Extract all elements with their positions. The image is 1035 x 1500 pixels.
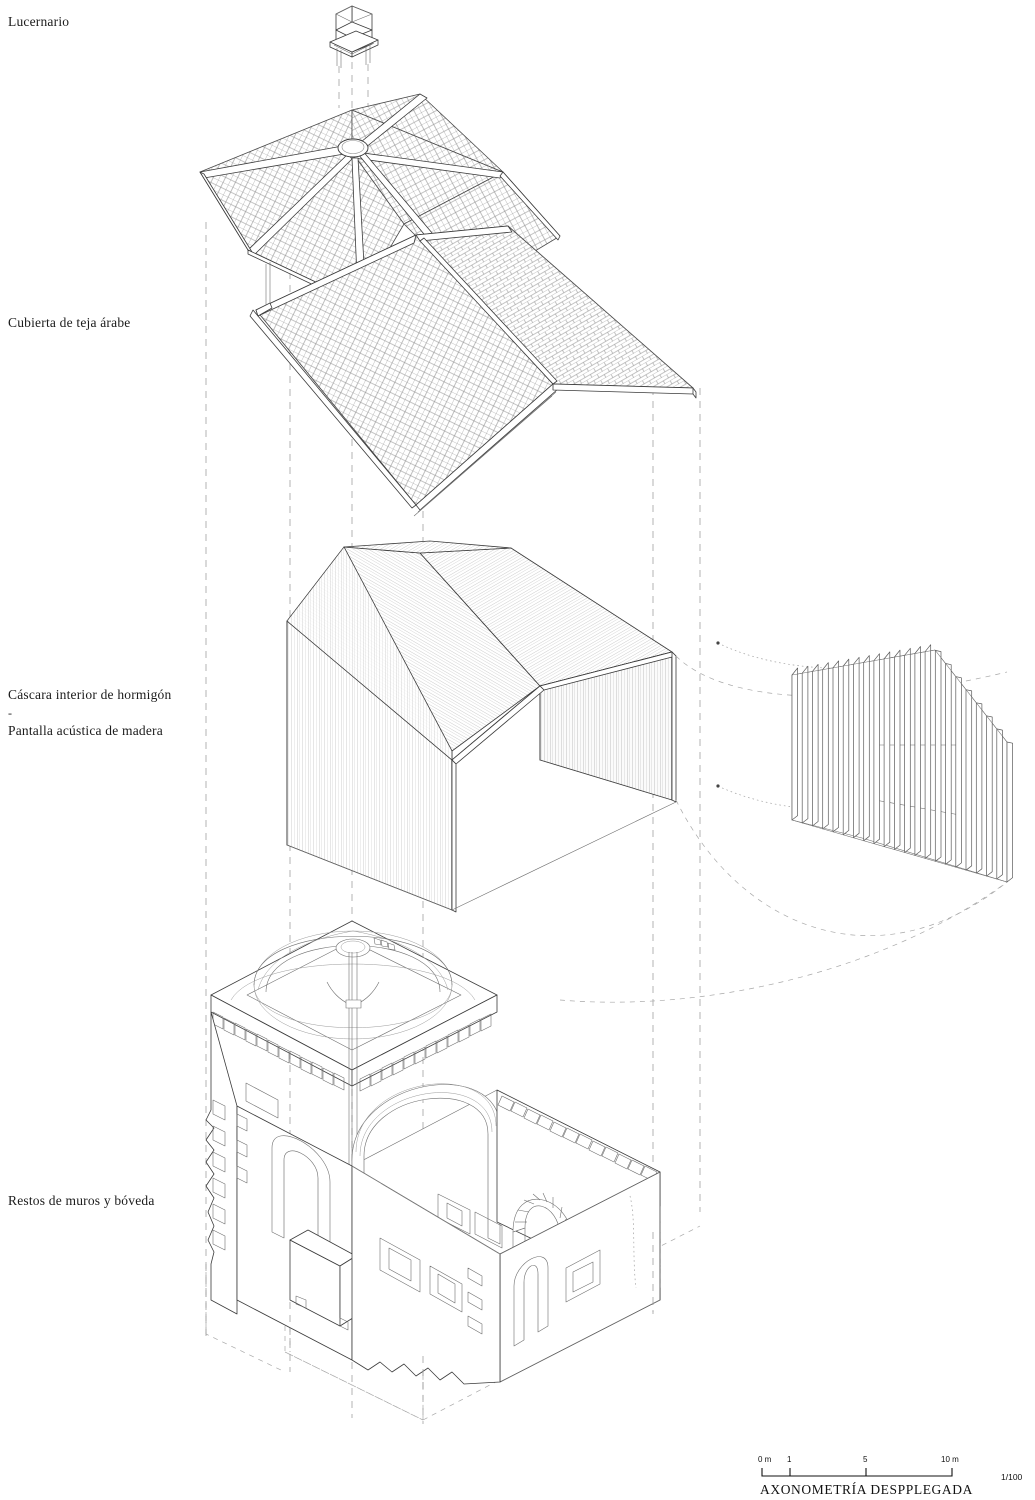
label-restos-muros: Restos de muros y bóveda: [8, 1193, 155, 1208]
cubierta-teja-gable-roof: [249, 225, 697, 517]
title-block: 0 m 1 5 10 m AXONOMETRÍA DESPPLEGADA 1/1…: [756, 1452, 1026, 1498]
cornice-stones-right: [359, 1013, 492, 1092]
louver-fin: [914, 646, 921, 856]
scalebar-tick-10: 10 m: [941, 1455, 959, 1464]
louver-fin: [934, 650, 942, 862]
scalebar-tick-1: 1: [787, 1455, 792, 1464]
louver-fin: [986, 715, 993, 877]
louver-fin: [904, 647, 911, 853]
louver-fin: [863, 655, 870, 842]
drawing-scale: 1/100: [1001, 1472, 1023, 1482]
louver-fin: [832, 660, 839, 833]
projection-lines-overlay: [205, 1232, 654, 1424]
louver-fin: [975, 702, 983, 874]
louver-fin: [955, 676, 962, 868]
restos-muros-boveda: [205, 920, 701, 1421]
louver-fin: [1006, 741, 1013, 883]
ruined-wall-step-edge: [467, 1267, 483, 1335]
louver-fin: [996, 728, 1003, 880]
louver-fin: [945, 663, 952, 865]
scalebar-tick-5: 5: [863, 1455, 868, 1464]
louver-fin: [894, 649, 901, 850]
drawing-title: AXONOMETRÍA DESPPLEGADA: [760, 1482, 973, 1497]
label-cubierta-teja-arabe: Cubierta de teja árabe: [8, 315, 131, 330]
scalebar-tick-0: 0 m: [758, 1455, 772, 1464]
label-lucernario: Lucernario: [8, 14, 70, 29]
louver-fin: [924, 644, 932, 859]
louver-fin: [822, 662, 829, 830]
louver-fin: [853, 656, 860, 839]
scale-bar: [761, 1468, 953, 1477]
lucernario-element: [329, 5, 379, 108]
label-pantalla-acustica: Pantalla acústica de madera: [8, 723, 163, 738]
label-cascara-hormigon: Cáscara interior de hormigón: [8, 687, 172, 702]
label-separator: -: [8, 706, 12, 720]
pantalla-acustica-madera: [791, 644, 1013, 883]
louver-fin: [883, 651, 891, 847]
louver-fin: [801, 665, 809, 824]
louver-fin: [842, 658, 850, 836]
cascara-hormigon-shell: [286, 540, 677, 913]
louver-fin: [812, 664, 819, 827]
louver-fin: [791, 667, 798, 821]
cornice-stones-left: [212, 1011, 345, 1091]
louver-fin: [965, 689, 973, 871]
louver-fin: [873, 653, 880, 844]
